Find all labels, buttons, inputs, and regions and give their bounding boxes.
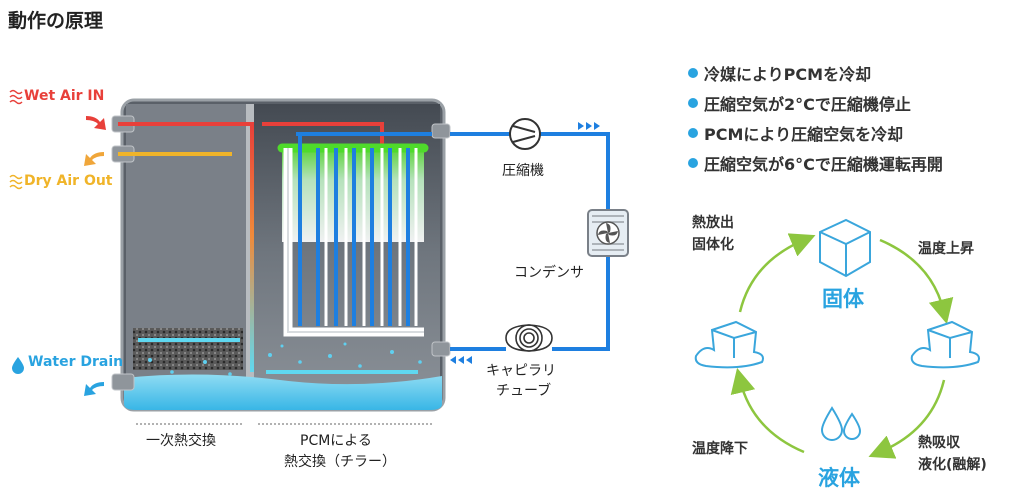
capillary-tube-icon: [505, 324, 553, 352]
ice-melting-left-icon: [694, 320, 764, 369]
wet-air-in-arrow: [86, 116, 106, 130]
cycle-temp-rise: 温度上昇: [918, 241, 974, 257]
condenser-icon: [587, 209, 629, 257]
refrigerant-loop: [450, 132, 610, 351]
page-title: 動作の原理: [8, 10, 104, 32]
condenser-label: コンデンサ: [514, 265, 584, 281]
ice-cube-solid-icon: [819, 218, 871, 278]
step-item: 圧縮空気が2°Cで圧縮機停止: [688, 88, 943, 118]
cycle-heat-absorb: 熱吸収: [918, 435, 960, 451]
cycle-liquefy: 液化(融解): [918, 457, 987, 473]
water-drop-icon: [12, 357, 24, 374]
ice-melting-right-icon: [910, 320, 980, 369]
step-item: PCMにより圧縮空気を冷却: [688, 118, 943, 148]
step-item: 冷媒によりPCMを冷却: [688, 58, 943, 88]
refrigerant-pipes: [296, 132, 432, 326]
dry-air-out-arrow: [84, 152, 104, 166]
bullet-dot: [688, 128, 698, 138]
compressor-label: 圧縮機: [502, 163, 544, 179]
step-text: PCMにより圧縮空気を冷却: [704, 125, 904, 144]
step-text: 圧縮空気が6°Cで圧縮機運転再開: [704, 155, 943, 174]
water-drops-liquid-icon: [820, 406, 862, 441]
cycle-heat-release: 熱放出: [692, 215, 734, 231]
cycle-temp-fall: 温度降下: [692, 441, 748, 457]
pcm-exchange-label-2: 熱交換（チラー）: [284, 454, 396, 470]
pcm-exchange-label-1: PCMによる: [300, 433, 372, 449]
water-drain-label: Water Drain: [28, 354, 124, 370]
dry-air-icon: [9, 174, 23, 190]
phase-cycle-arrows: [730, 233, 954, 459]
dry-air-out-label: Dry Air Out: [24, 173, 113, 189]
phase-liquid-label: 液体: [818, 466, 860, 490]
wet-air-in-label: Wet Air IN: [24, 88, 105, 104]
bullet-dot: [688, 98, 698, 108]
cycle-bottom-right-label: 熱吸収 液化(融解): [918, 432, 987, 476]
cycle-top-left-label: 熱放出 固体化: [692, 212, 734, 256]
step-text: 冷媒によりPCMを冷却: [704, 65, 872, 84]
water-droplets: [148, 342, 422, 376]
compressor-icon: [509, 118, 541, 150]
bullet-dot: [688, 68, 698, 78]
step-text: 圧縮空気が2°Cで圧縮機停止: [704, 95, 911, 114]
capillary-label-2: チューブ: [496, 383, 552, 399]
pcm-air-pipes: [240, 122, 418, 374]
operation-steps: 冷媒によりPCMを冷却 圧縮空気が2°Cで圧縮機停止 PCMにより圧縮空気を冷却…: [688, 58, 943, 178]
drain-water: [124, 374, 442, 410]
cycle-solidify: 固体化: [692, 237, 734, 253]
step-item: 圧縮空気が6°Cで圧縮機運転再開: [688, 148, 943, 178]
flow-arrows: [450, 122, 600, 364]
primary-exchange-label: 一次熱交換: [146, 433, 216, 449]
capillary-label-1: キャピラリ: [486, 363, 556, 379]
mesh-filter: [133, 328, 243, 370]
water-drain-arrow: [84, 382, 104, 396]
bullet-dot: [688, 158, 698, 168]
primary-exchange-pipes: [118, 122, 242, 342]
phase-solid-label: 固体: [822, 287, 864, 311]
wet-air-icon: [9, 89, 23, 105]
